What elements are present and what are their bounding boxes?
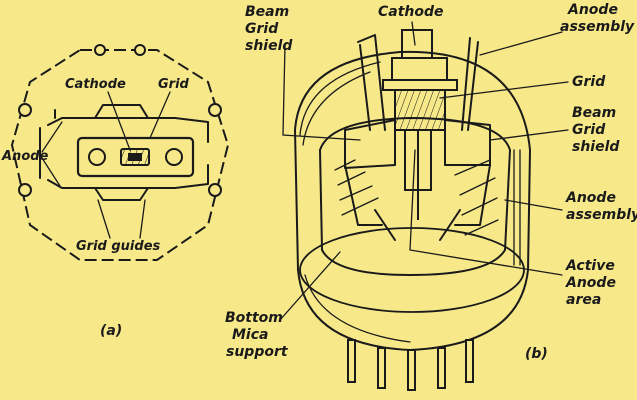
bottom-mica-ellipse [299,227,525,313]
base-pins [347,339,474,391]
panel-a-leader-lines [41,91,171,239]
caption-b: (b) [525,346,548,362]
label-a-grid: Grid [158,77,190,92]
label-b-beam-grid-shield-right: Beam Grid shield [572,105,621,155]
mica-disc-outline [10,49,230,261]
label-b-active-anode-area: Active Anode area [565,258,621,308]
panel-b-cutaway: Beam Grid shield Cathode Anode assembly … [225,2,637,391]
grid-frame [76,136,195,178]
grid-supports [344,164,491,241]
grid-rod-left [88,148,106,166]
top-structure [344,29,491,220]
panel-a-top-view: Cathode Grid Anode Grid guides (a) [1,44,230,339]
disc-notches [18,44,222,197]
label-b-anode-assembly-top: Anode assembly [560,2,635,35]
cathode-core [128,153,142,161]
grid-rod-right [165,148,183,166]
label-b-anode-assembly-right: Anode assembly [565,190,637,223]
panel-b-leader-lines [279,21,569,321]
label-a-cathode: Cathode [65,77,126,92]
grid-guide-top [94,104,149,119]
anode-hatching [334,159,499,236]
grid-guide-bottom [94,187,149,201]
label-b-cathode: Cathode [378,4,444,20]
label-b-bottom-mica-support: Bottom Mica support [225,310,289,360]
label-a-grid-guides: Grid guides [76,239,161,254]
label-a-anode: Anode [1,149,49,164]
caption-a: (a) [100,323,122,339]
anode-plates [39,109,209,189]
label-b-grid: Grid [572,74,606,90]
label-b-beam-grid-shield-top: Beam Grid shield [245,4,294,54]
